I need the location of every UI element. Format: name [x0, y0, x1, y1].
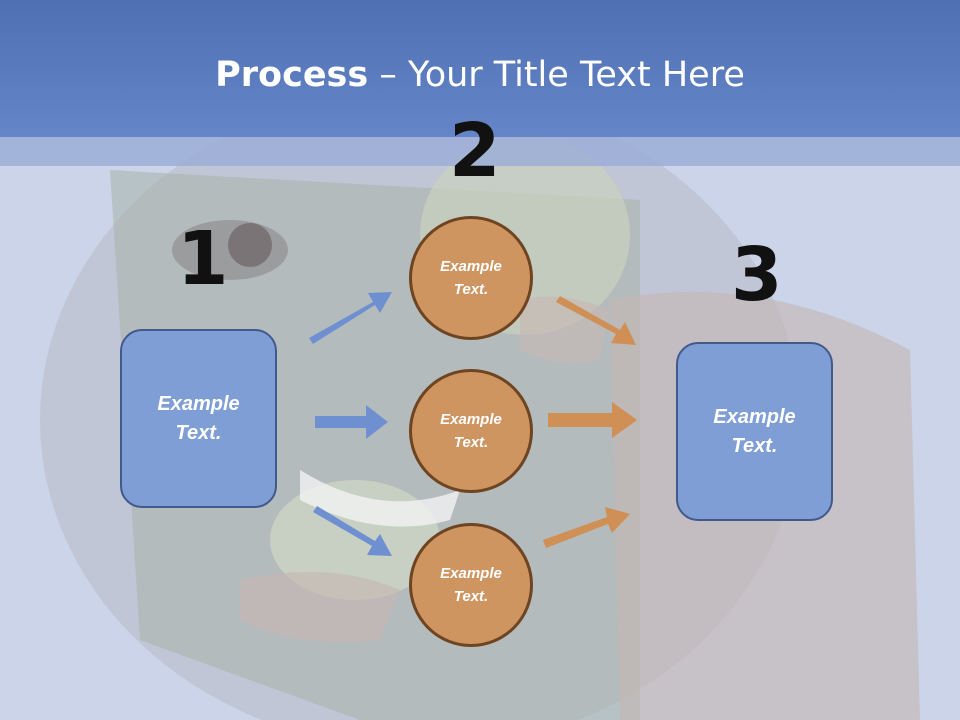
title-bold: Process	[215, 55, 369, 95]
step-number-1: 1	[177, 216, 229, 302]
step-number-3: 3	[731, 232, 783, 318]
process-circle-2-text: Example Text.	[440, 411, 502, 451]
orange-arrow-up	[543, 507, 630, 548]
process-circle-1-text: Example Text.	[440, 258, 502, 298]
blue-arrow-right	[315, 405, 388, 439]
blue-arrow-down	[313, 506, 392, 556]
title-rest: – Your Title Text Here	[368, 55, 745, 95]
title-bar	[0, 0, 960, 137]
step-number-2: 2	[449, 108, 501, 194]
input-box-text: Example Text.	[157, 392, 240, 444]
orange-arrow-down	[556, 296, 636, 345]
blue-arrow-up	[309, 292, 392, 344]
output-box-text: Example Text.	[713, 405, 796, 457]
output-box: Example Text.	[676, 342, 833, 521]
orange-arrow-right	[548, 402, 637, 438]
process-circle-3-text: Example Text.	[440, 565, 502, 605]
process-circle-2: Example Text.	[409, 369, 533, 493]
input-box: Example Text.	[120, 329, 277, 508]
process-circle-1: Example Text.	[409, 216, 533, 340]
title-bar-accent	[0, 137, 960, 166]
process-circle-3: Example Text.	[409, 523, 533, 647]
slide-title: Process – Your Title Text Here	[0, 52, 960, 98]
